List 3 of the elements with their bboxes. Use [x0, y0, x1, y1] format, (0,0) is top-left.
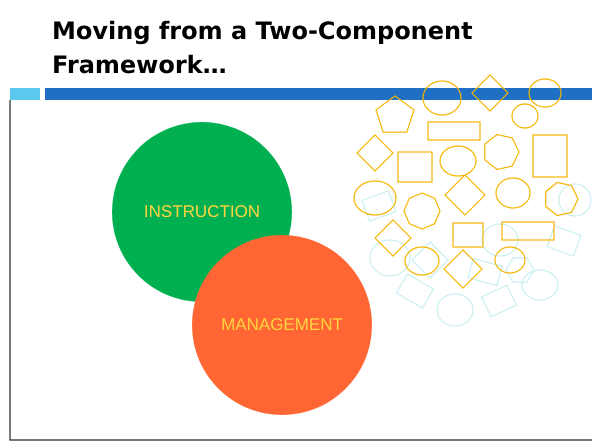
- circle-label: MANAGEMENT: [221, 315, 343, 335]
- slide-title: Moving from a Two-Component Framework…: [52, 16, 474, 81]
- circle-label: INSTRUCTION: [144, 202, 260, 222]
